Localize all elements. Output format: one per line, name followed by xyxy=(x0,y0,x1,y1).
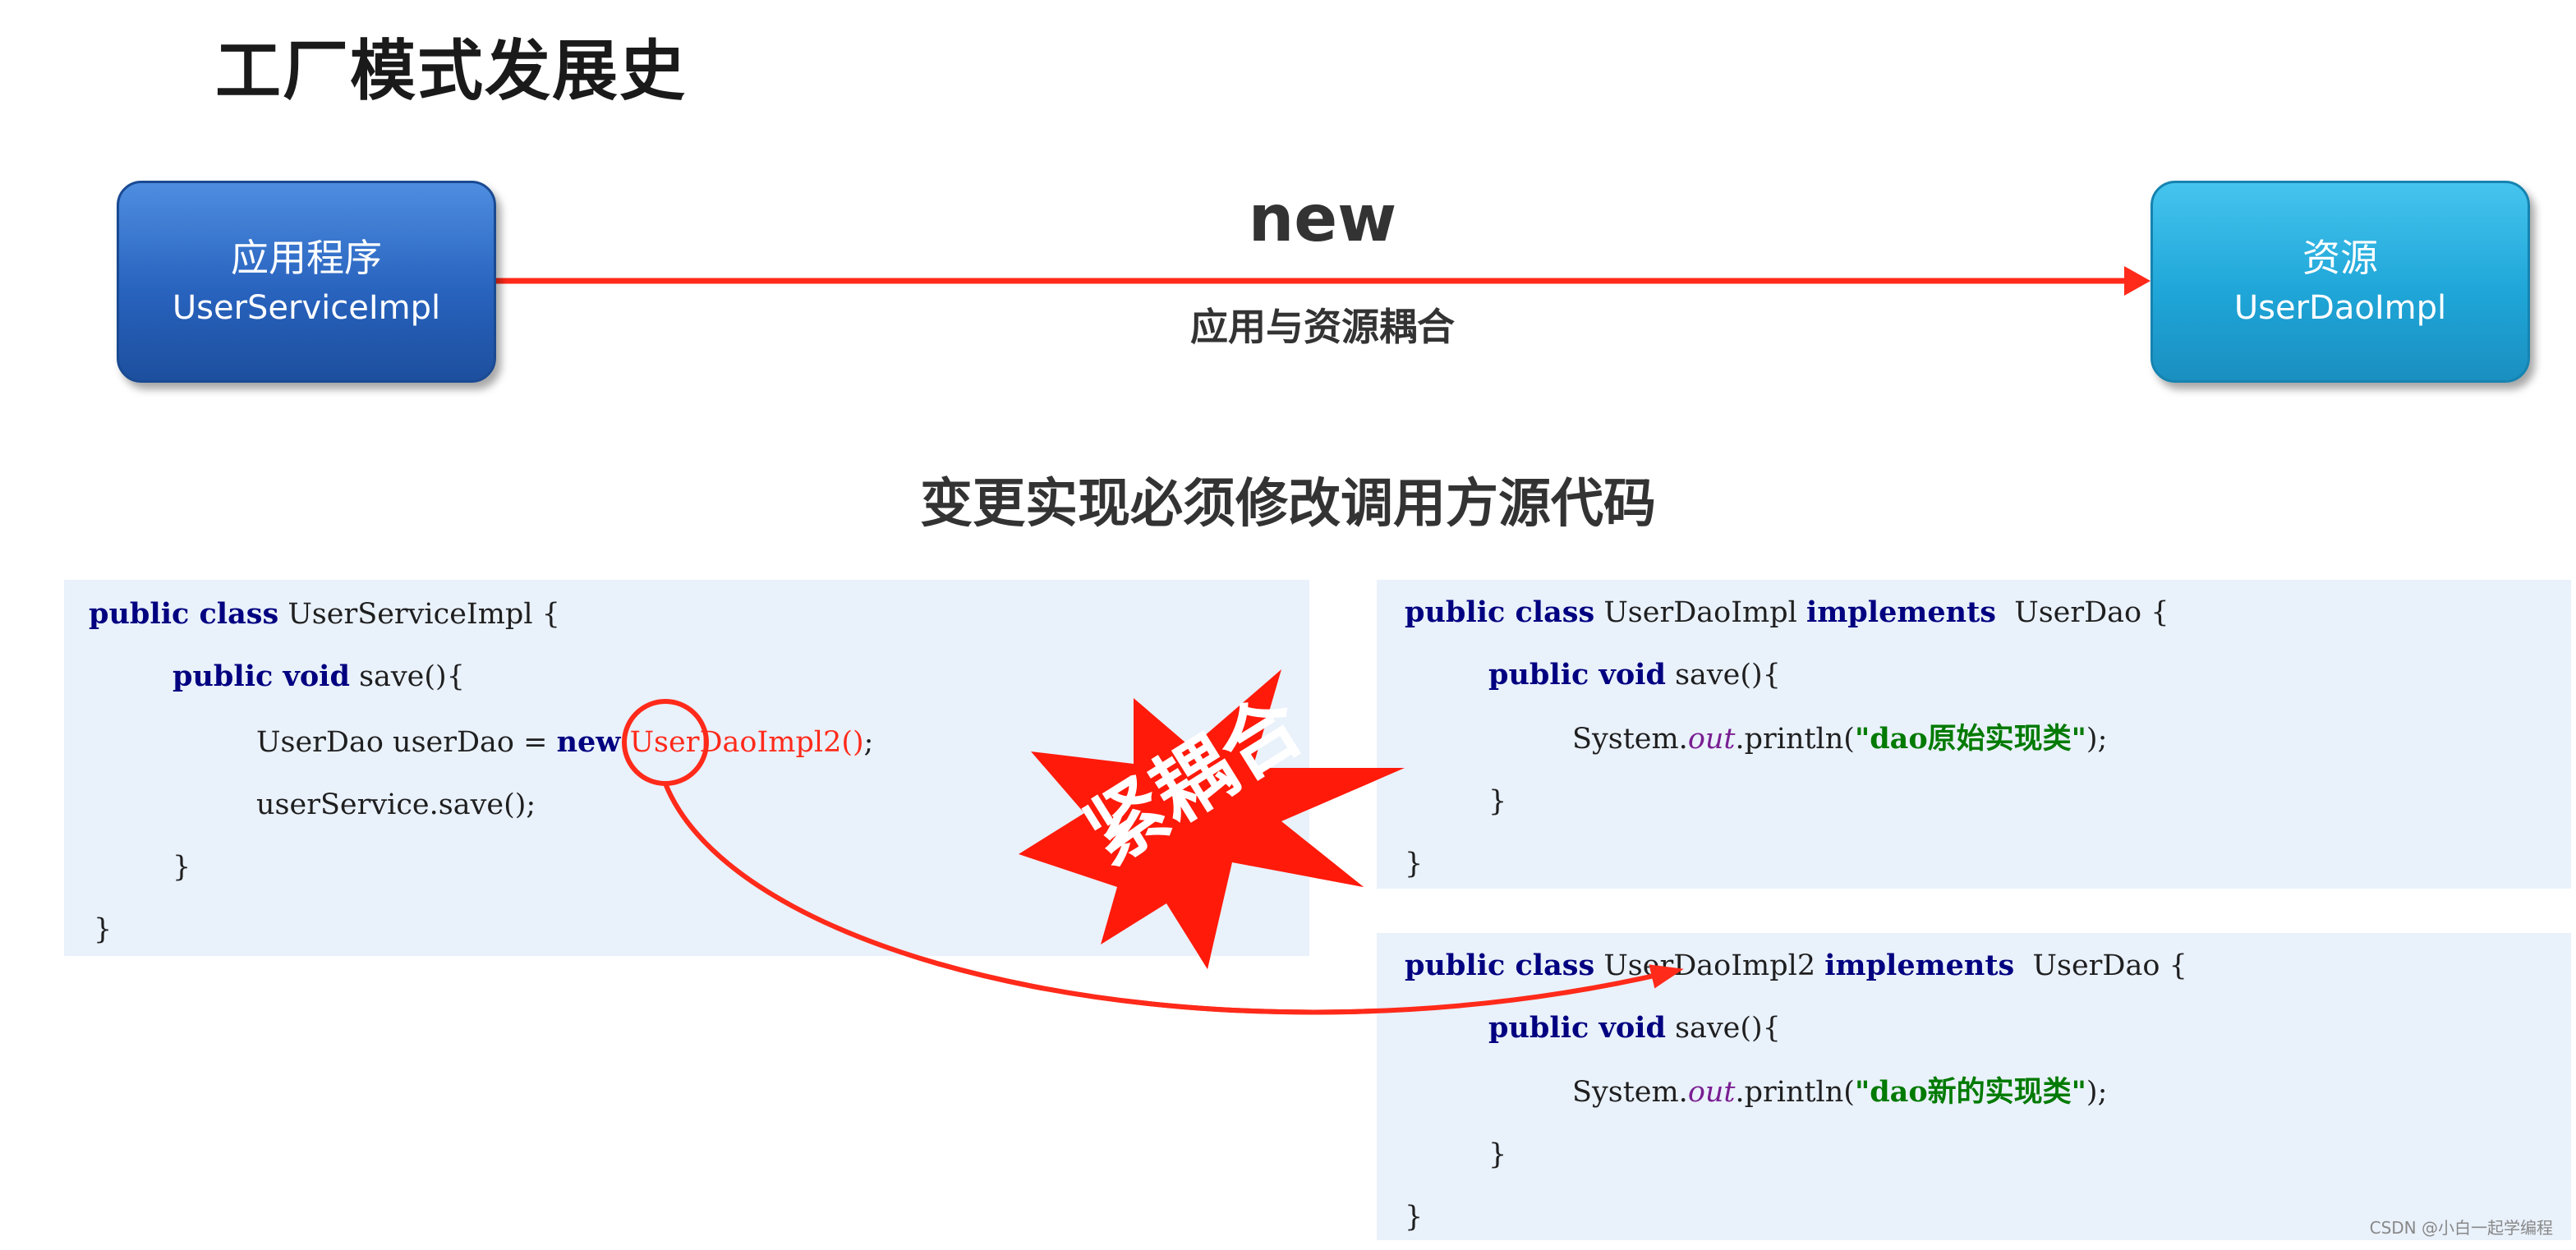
code-text: .println( xyxy=(1735,1076,1855,1109)
code-text: UserDaoImpl xyxy=(1594,596,1806,629)
code-keyword: public void xyxy=(1488,1011,1666,1045)
code-line: public void save(){ xyxy=(172,657,465,696)
code-text: ); xyxy=(2086,1076,2108,1109)
page-title: 工厂模式发展史 xyxy=(215,33,687,109)
code-line: UserDao userDao = new UserDaoImpl2(); xyxy=(256,723,873,762)
code-line: } xyxy=(1405,1197,1423,1237)
code-keyword: public class xyxy=(1405,949,1595,982)
code-keyword: implements xyxy=(1824,949,2015,982)
code-field: out xyxy=(1687,1076,1736,1109)
code-line: System.out.println("dao原始实现类"); xyxy=(1572,719,2107,759)
code-text: UserDao { xyxy=(2014,949,2187,982)
code-text: userService.save(); xyxy=(256,788,536,821)
code-field: out xyxy=(1687,723,1736,756)
code-line: } xyxy=(1488,1135,1506,1174)
resource-box-title: 资源 xyxy=(2302,236,2378,280)
code-keyword: public class xyxy=(1405,595,1595,629)
arrow-new-label: new xyxy=(1248,182,1397,256)
dao-impl-code-panel: public class UserDaoImpl implements User… xyxy=(1377,580,2571,889)
application-box: 应用程序 UserServiceImpl xyxy=(117,181,496,383)
code-text: UserDao { xyxy=(1995,596,2169,629)
code-text: UserDao userDao = xyxy=(256,726,557,759)
code-text: .println( xyxy=(1735,723,1855,756)
code-line: } xyxy=(1488,782,1506,821)
watermark: CSDN @小白一起学编程 xyxy=(2369,1218,2553,1238)
code-keyword: public void xyxy=(172,659,350,693)
code-line: } xyxy=(1405,844,1423,884)
code-text: System. xyxy=(1572,723,1688,756)
application-box-title: 应用程序 xyxy=(231,236,382,280)
code-text: } xyxy=(94,913,113,946)
code-text: UserDaoImpl2 xyxy=(1594,949,1825,982)
code-line: public void save(){ xyxy=(1488,655,1781,695)
coupling-arrow-head xyxy=(2124,266,2150,296)
code-text: save(){ xyxy=(349,660,465,693)
code-impl-highlight: UserDaoImpl2() xyxy=(629,726,864,759)
code-text: } xyxy=(1405,848,1424,880)
code-line: public void save(){ xyxy=(1488,1009,1781,1048)
code-line: public class UserDaoImpl implements User… xyxy=(1405,593,2169,632)
code-line: public class UserServiceImpl { xyxy=(89,595,560,634)
code-text: ); xyxy=(2086,723,2108,756)
code-text: } xyxy=(1488,1138,1507,1171)
code-line: public class UserDaoImpl2 implements Use… xyxy=(1405,946,2187,986)
arrow-coupling-caption: 应用与资源耦合 xyxy=(1190,305,1455,349)
code-string: "dao新的实现类" xyxy=(1854,1075,2086,1109)
code-new-keyword: new xyxy=(556,725,621,759)
code-text: } xyxy=(1405,1201,1424,1234)
code-text: ; xyxy=(863,726,874,759)
code-text: } xyxy=(172,851,191,884)
code-keyword: public void xyxy=(1488,658,1666,692)
code-string: "dao原始实现类" xyxy=(1854,722,2086,756)
code-line: userService.save(); xyxy=(256,785,536,825)
code-line: System.out.println("dao新的实现类"); xyxy=(1572,1073,2107,1112)
code-keyword: implements xyxy=(1806,595,1996,629)
application-box-class: UserServiceImpl xyxy=(172,289,441,327)
code-text: save(){ xyxy=(1665,659,1781,692)
code-keyword: public class xyxy=(89,597,279,631)
resource-box: 资源 UserDaoImpl xyxy=(2150,181,2530,383)
code-text: } xyxy=(1488,785,1507,818)
code-line: } xyxy=(172,848,191,887)
subtitle: 变更实现必须修改调用方源代码 xyxy=(920,474,1656,535)
code-text: System. xyxy=(1572,1076,1688,1109)
code-text: save(){ xyxy=(1665,1012,1781,1045)
code-line: } xyxy=(94,910,112,949)
resource-box-class: UserDaoImpl xyxy=(2233,289,2447,327)
dao-impl2-code-panel: public class UserDaoImpl2 implements Use… xyxy=(1377,933,2571,1240)
code-text: UserServiceImpl { xyxy=(278,598,560,631)
